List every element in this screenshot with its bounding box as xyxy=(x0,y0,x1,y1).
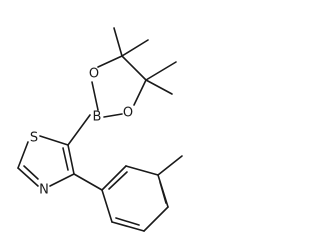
bond-c2-n xyxy=(17,167,39,187)
bond-o-bottom-b xyxy=(103,113,123,118)
structure-canvas: S N B O O xyxy=(17,27,183,232)
bond-ar-4-5 xyxy=(143,206,169,232)
bond-c4-c5-double xyxy=(62,147,69,171)
bond-ar-6-1 xyxy=(101,189,113,223)
bond-ar-double-c xyxy=(115,217,140,226)
bond-methyl-3 xyxy=(145,61,177,81)
bond-ar-double-b xyxy=(159,181,167,204)
bond-c5-b xyxy=(67,114,91,146)
molecule-diagram: S N B O O xyxy=(17,27,183,232)
bond-methyl-1 xyxy=(113,27,123,57)
atom-oxygen-bottom: O xyxy=(123,106,133,121)
atom-boron: B xyxy=(93,110,102,125)
bond-methyl-2 xyxy=(121,39,149,57)
bond-c2-n-double xyxy=(23,165,39,180)
bond-ar-double-a xyxy=(108,171,128,190)
bond-b-o-top xyxy=(91,81,99,111)
bond-aryl-methyl xyxy=(157,155,183,176)
bond-c-o-bottom xyxy=(133,79,147,106)
bond-ar-1-2 xyxy=(101,165,127,191)
bond-o-top-c xyxy=(97,55,123,68)
bond-s-c2 xyxy=(17,141,29,169)
bond-ar-5-6 xyxy=(111,221,145,232)
bond-c4-c5 xyxy=(67,144,75,175)
atom-sulfur: S xyxy=(30,131,38,146)
bond-c4-phenyl xyxy=(73,173,103,191)
bond-c-c xyxy=(121,55,147,81)
atom-oxygen-top: O xyxy=(89,67,99,82)
bond-c5-s xyxy=(39,135,69,146)
bond-methyl-4 xyxy=(145,79,173,95)
bond-n-c4 xyxy=(49,173,75,187)
atom-nitrogen: N xyxy=(39,183,49,198)
bond-ar-2-3 xyxy=(125,165,159,176)
